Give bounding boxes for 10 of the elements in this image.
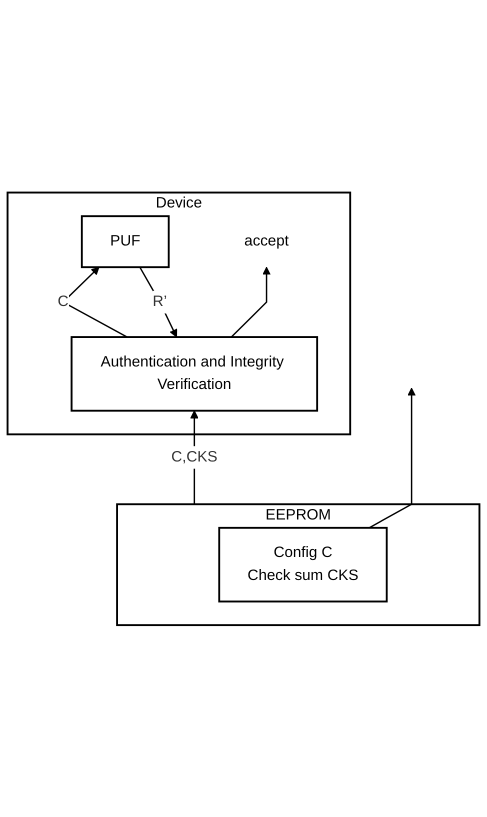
node-box: Authentication and Integrity Verification [70,336,318,412]
node-box: Config C Check sum CKS [218,526,388,602]
edge-label: C,CKS [171,448,218,465]
node-text: accept [244,232,289,249]
arrow [230,266,271,338]
edge-label: R’ [152,293,167,310]
arrow [139,266,178,338]
node-box: PUF [80,214,170,268]
edge-label: C [58,293,69,310]
arrow [368,387,416,528]
